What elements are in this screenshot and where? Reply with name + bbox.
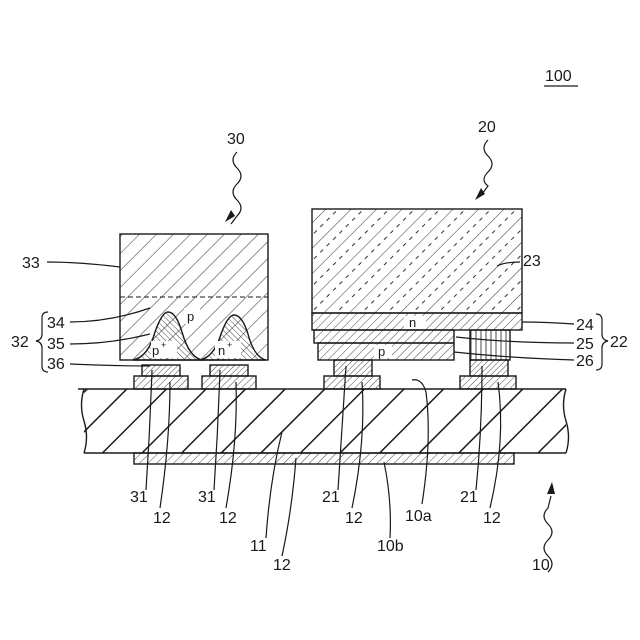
label-26: 26 [576, 353, 594, 370]
label-12c: 12 [345, 510, 363, 527]
p-plus-sign: + [161, 340, 166, 350]
leader-36 [70, 364, 150, 366]
n-plus-sign: + [227, 340, 232, 350]
label-10b: 10b [377, 538, 404, 555]
wiring-pad-3 [324, 376, 380, 389]
sapphire-substrate [312, 209, 522, 313]
label-21b: 21 [460, 489, 478, 506]
active-layer [314, 330, 454, 343]
label-32: 32 [11, 334, 29, 351]
p-plus-label: p [152, 343, 159, 358]
brace-22 [596, 314, 608, 370]
label-12a: 12 [153, 510, 171, 527]
label-12e: 12 [273, 557, 291, 574]
label-25: 25 [576, 336, 594, 353]
label-10: 10 [532, 557, 550, 574]
label-34: 34 [47, 315, 65, 332]
bump-31-right [210, 365, 248, 376]
label-33: 33 [22, 255, 40, 272]
label-22: 22 [610, 334, 628, 351]
label-31a: 31 [130, 489, 148, 506]
label-12d: 12 [483, 510, 501, 527]
label-31b: 31 [198, 489, 216, 506]
leader-12e [282, 458, 296, 556]
p-layer-label: p [378, 344, 385, 359]
leader-33 [47, 262, 120, 267]
label-11: 11 [250, 538, 267, 555]
label-10a: 10a [405, 508, 432, 525]
label-24: 24 [576, 317, 594, 334]
arrow-20 [482, 140, 492, 194]
wiring-pad-1 [134, 376, 188, 389]
label-36: 36 [47, 356, 65, 373]
label-20: 20 [478, 119, 496, 136]
label-23: 23 [523, 253, 541, 270]
element-20: n p [312, 209, 522, 360]
element-30: p p + n + [120, 234, 268, 360]
bump-21-right [470, 360, 508, 376]
arrow-20-head [475, 188, 485, 200]
label-30: 30 [227, 131, 245, 148]
bump-21-left [334, 360, 372, 376]
figure-number: 100 [545, 68, 572, 85]
n-layer-label: n [409, 315, 416, 330]
wiring-pad-4 [460, 376, 516, 389]
n-plus-label: n [218, 343, 225, 358]
wiring-pad-2 [202, 376, 256, 389]
arrow-10-head [547, 482, 555, 494]
bottom-wiring-layer [134, 453, 514, 464]
substrate [78, 389, 569, 453]
bump-31-left [142, 365, 180, 376]
label-35: 35 [47, 336, 65, 353]
leader-10b [384, 462, 390, 538]
leader-24 [522, 322, 574, 324]
p-region-label: p [187, 309, 194, 324]
label-21a: 21 [322, 489, 340, 506]
label-12b: 12 [219, 510, 237, 527]
